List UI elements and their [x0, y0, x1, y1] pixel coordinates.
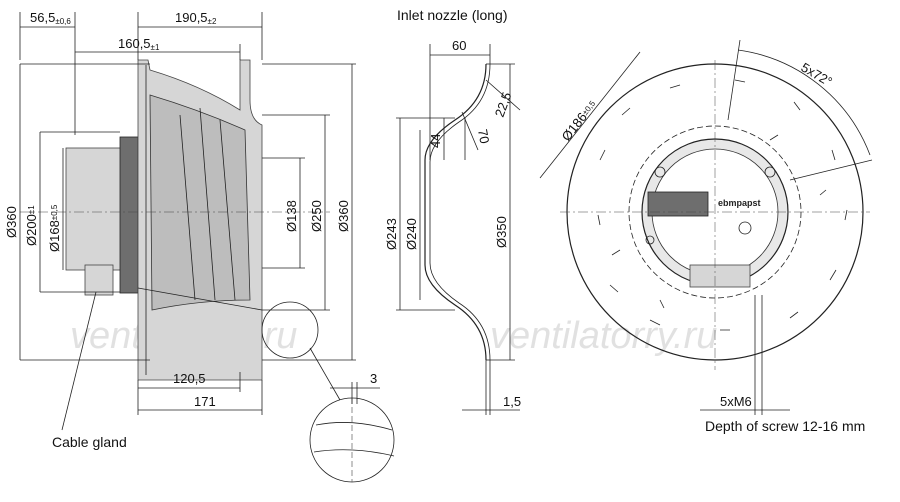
cable-gland-front — [689, 264, 751, 288]
watermark-right: ventilatorry.ru — [490, 315, 717, 357]
cable-gland-part — [84, 264, 114, 296]
terminal-block — [647, 191, 709, 217]
motor-housing — [65, 147, 125, 271]
dim-d240: Ø240 — [404, 218, 419, 250]
front-view: ebmpapst Ø186±0,5 5x72° 5xM6 Depth of sc… — [539, 39, 873, 434]
side-view: 56,5±0,6 190,5±2 160,5±1 Ø360 Ø200±1 Ø16… — [4, 10, 395, 483]
nozzle-profile — [424, 63, 487, 361]
dim-22-5: 22,5 — [492, 90, 515, 119]
dim-56-5: 56,5±0,6 — [30, 10, 71, 26]
dim-d250: Ø250 — [309, 200, 324, 232]
dim-3: 3 — [370, 371, 377, 386]
dim-d200: Ø200±1 — [24, 205, 39, 246]
dim-d138: Ø138 — [284, 200, 299, 232]
dim-d186: Ø186±0,5 — [559, 97, 600, 144]
dim-d168: Ø168±0,5 — [47, 204, 62, 252]
angle-arc — [737, 49, 871, 156]
dim-190-5: 190,5±2 — [175, 10, 217, 26]
dim-d350: Ø350 — [494, 216, 509, 248]
brand-logo: ebmpapst — [718, 198, 761, 208]
cable-gland-label: Cable gland — [52, 434, 127, 450]
dim-d360-mid: Ø360 — [336, 200, 351, 232]
dim-160-5: 160,5±1 — [118, 36, 160, 52]
dim-120-5: 120,5 — [173, 371, 206, 386]
depth-of-screw-label: Depth of screw 12-16 mm — [705, 418, 865, 434]
nozzle-title: Inlet nozzle (long) — [397, 7, 508, 23]
impeller-blades — [149, 94, 251, 311]
detail-marker-circle — [261, 301, 319, 359]
dim-60: 60 — [452, 38, 466, 53]
dim-d243: Ø243 — [384, 218, 399, 250]
dim-d360-left: Ø360 — [4, 206, 19, 238]
dim-5xm6: 5xM6 — [720, 394, 752, 409]
dim-44: 44 — [428, 134, 443, 148]
dim-1-5: 1,5 — [503, 394, 521, 409]
dim-5x72: 5x72° — [799, 60, 835, 90]
dim-70: 70 — [475, 128, 492, 145]
dim-171: 171 — [194, 394, 216, 409]
inlet-nozzle-view: Inlet nozzle (long) 60 Ø243 Ø240 44 70 2… — [384, 7, 521, 415]
motor-flange — [119, 136, 139, 294]
